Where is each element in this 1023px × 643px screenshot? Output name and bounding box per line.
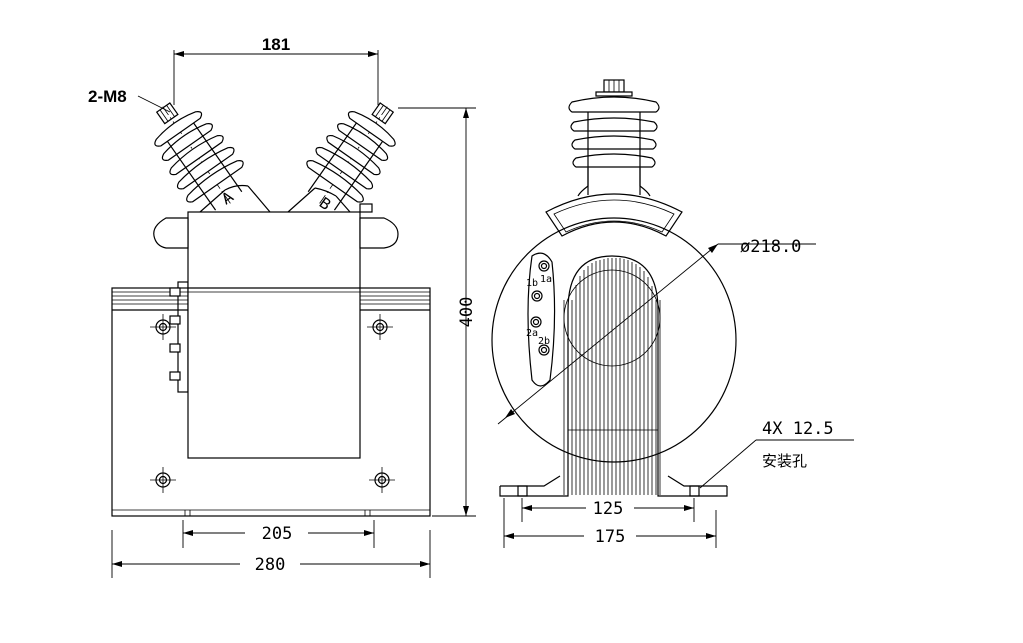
bolt-icon	[150, 467, 176, 493]
bolt-icon	[369, 467, 395, 493]
insulator-right	[306, 102, 396, 211]
insulator-left	[154, 102, 244, 211]
insulator-shed	[568, 96, 660, 113]
bolt-icon	[367, 314, 393, 340]
terminal-1a: 1a	[540, 274, 552, 285]
front-view: A B 181 2-M8 400	[88, 35, 477, 578]
winding-hatch	[563, 258, 661, 495]
dim-mount-holes: 4X 12.5	[762, 419, 834, 439]
dim-core-diameter: ø218.0	[740, 237, 801, 257]
terminal-2b: 2b	[538, 336, 550, 347]
dim-mount-holes-note: 安装孔	[762, 452, 807, 470]
terminal-label-a: A	[218, 187, 237, 208]
right-lug	[359, 217, 399, 249]
terminal-1b: 1b	[526, 278, 538, 289]
dim-terminal-spacing: 181	[262, 35, 290, 54]
dim-foot-inner: 125	[593, 499, 624, 519]
dim-terminal-bolts: 2-M8	[88, 87, 127, 106]
dim-base-hole-spacing: 205	[262, 524, 293, 544]
left-lug	[153, 217, 189, 249]
terminal-label-b: B	[316, 194, 335, 215]
toroid-window	[567, 255, 659, 476]
dim-height: 400	[457, 297, 477, 328]
dim-foot-outer: 175	[595, 527, 626, 547]
coil-housing	[187, 211, 361, 459]
terminal-2a: 2a	[526, 328, 538, 339]
toroid-outer	[491, 217, 737, 463]
dim-base-length: 280	[255, 555, 286, 575]
bolt-icon	[150, 314, 176, 340]
side-view: 1a 1b 2a 2b ø218.0 4X 12.5 安装孔 125	[491, 79, 854, 548]
left-foot	[499, 475, 569, 497]
